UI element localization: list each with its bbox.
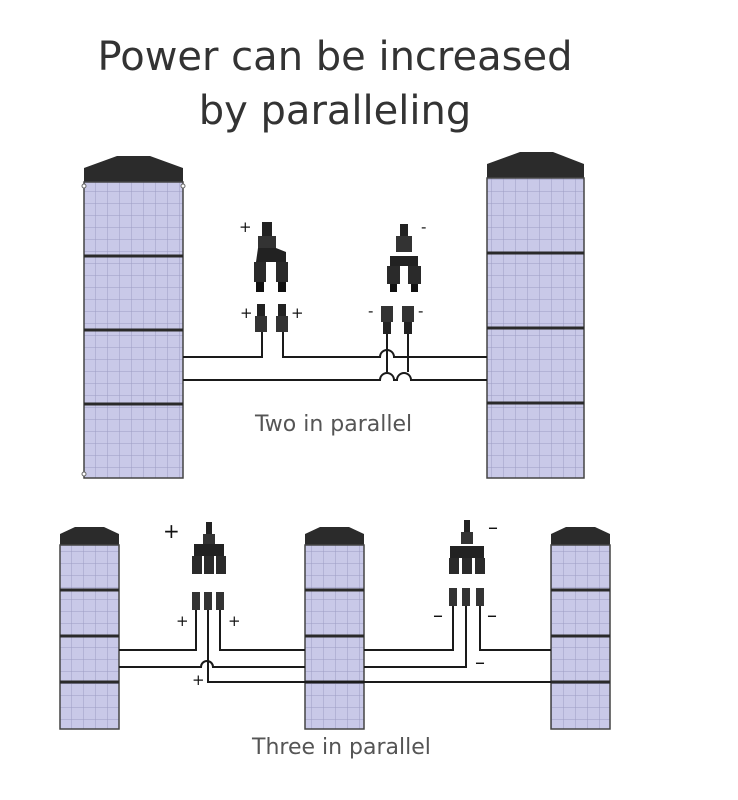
mc4-plugs-positive (255, 304, 288, 332)
sign-minus-b: – (475, 650, 485, 674)
title-line-2: by paralleling (198, 88, 472, 134)
caption-three-in-parallel: Three in parallel (252, 735, 431, 760)
y-branch-connector-negative (387, 224, 421, 292)
sign-minus-c: – (487, 603, 497, 627)
sign-plus-left: + (240, 304, 253, 322)
sign-plus-c: + (228, 612, 241, 630)
mc4-plugs-negative (381, 306, 414, 334)
solar-panel-a (59, 527, 120, 730)
mc4-plugs-negative-triple (449, 588, 484, 606)
sign-minus-top: - (421, 218, 426, 236)
sign-plus-a: + (176, 612, 189, 630)
title-line-1: Power can be increased (97, 34, 573, 80)
wiring-two-in-parallel (183, 332, 487, 381)
sign-plus-top: + (239, 218, 252, 236)
solar-panel-b (304, 527, 365, 730)
sign-minus-a: – (433, 603, 443, 627)
caption-two-in-parallel: Two in parallel (255, 412, 413, 437)
sign-minus-top-triple: – (488, 515, 498, 539)
sign-plus-top-triple: + (163, 519, 180, 543)
sign-plus-b: + (192, 671, 205, 689)
triple-branch-connector-positive (192, 522, 226, 574)
sign-minus-left: - (368, 302, 373, 320)
sign-minus-right: - (418, 302, 423, 320)
solar-panel-left (81, 156, 186, 479)
wiring-three-in-parallel (119, 606, 551, 683)
solar-panel-c (550, 527, 611, 730)
solar-panel-right (486, 152, 585, 479)
mc4-plugs-positive-triple (192, 592, 224, 610)
sign-plus-right: + (291, 304, 304, 322)
y-branch-connector-positive (254, 222, 288, 292)
triple-branch-connector-negative (449, 520, 485, 574)
page-title: Power can be increased by paralleling (0, 30, 670, 138)
